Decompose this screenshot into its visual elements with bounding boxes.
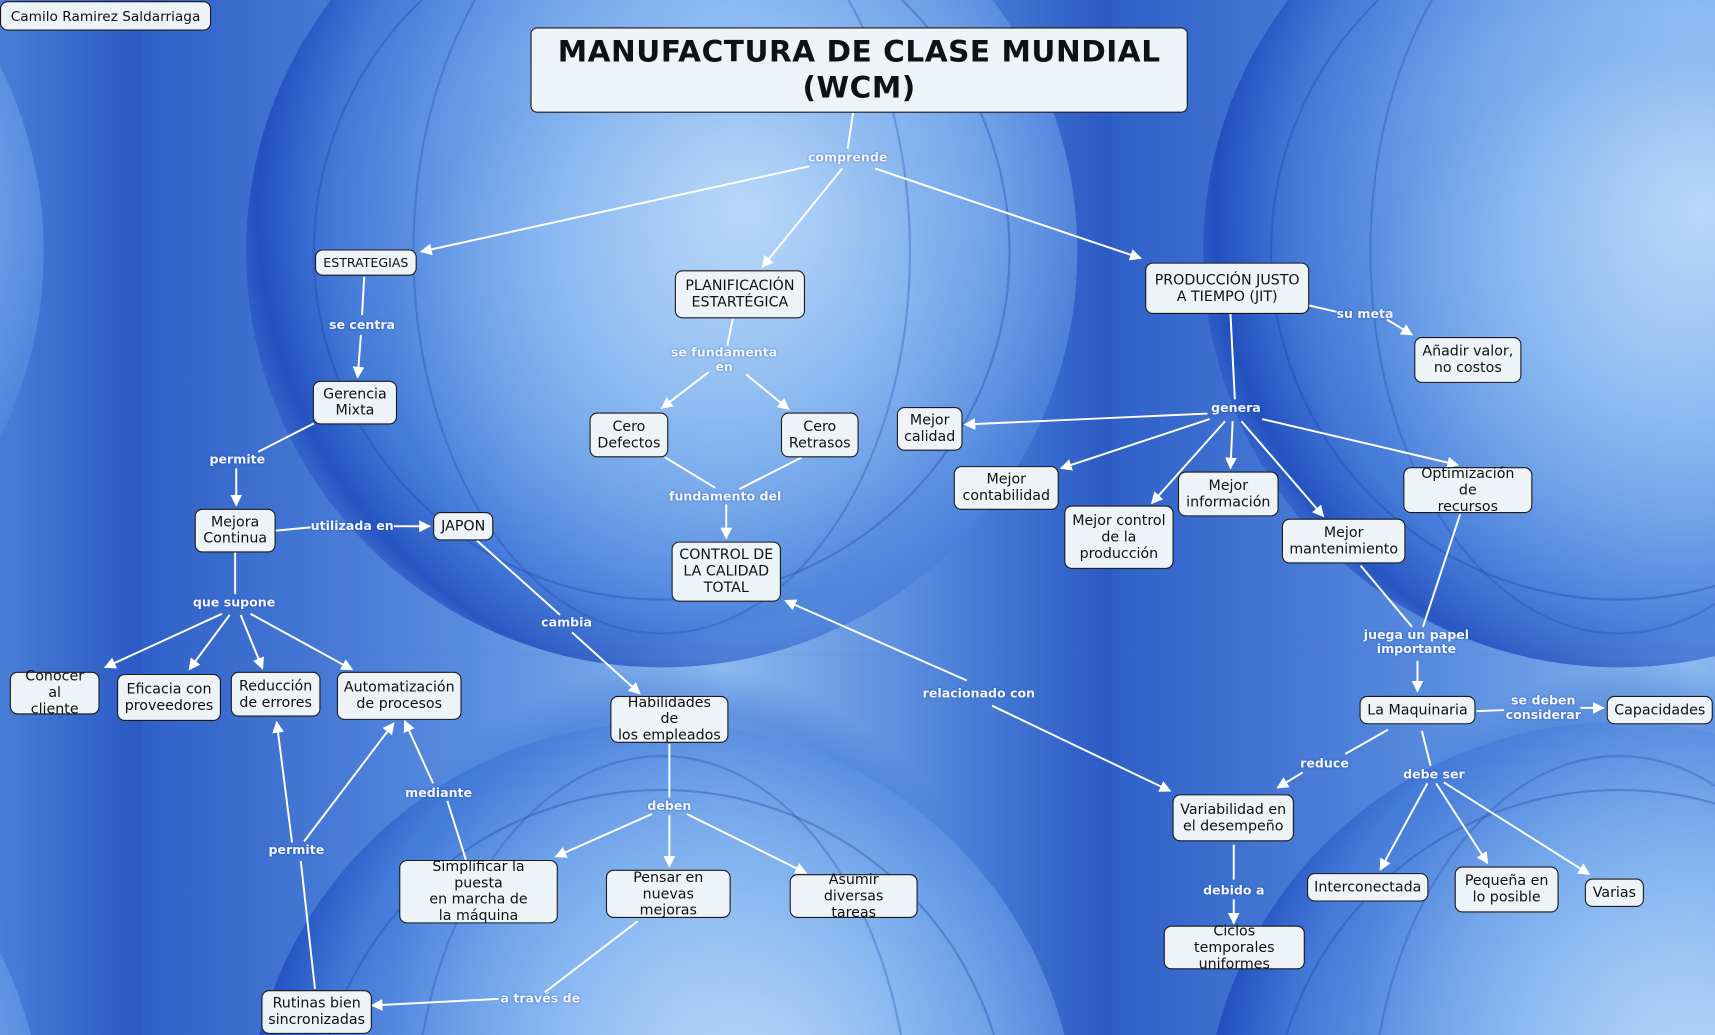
link-label-relacionado-con: relacionado con bbox=[922, 685, 1036, 701]
node-control-calidad-total[interactable]: CONTROL DE LA CALIDAD TOTAL bbox=[671, 541, 781, 602]
link-label-juega-un-papel: juega un papel importante bbox=[1363, 626, 1470, 657]
node-ciclos-temporales[interactable]: Ciclos temporales uniformes bbox=[1163, 923, 1305, 972]
node-mejor-informacion[interactable]: Mejor información bbox=[1177, 471, 1279, 517]
node-produccion-jit[interactable]: PRODUCCIÓN JUSTO A TIEMPO (JIT) bbox=[1145, 262, 1310, 315]
link-label-a-traves-de: a través de bbox=[500, 990, 581, 1007]
node-cero-retrasos[interactable]: Cero Retrasos bbox=[780, 412, 859, 458]
link-label-debe-ser: debe ser bbox=[1403, 766, 1465, 782]
node-mejora-continua[interactable]: Mejora Continua bbox=[194, 508, 276, 553]
author-label: Camilo Ramirez Saldarriaga bbox=[0, 1, 212, 31]
link-label-reduce: reduce bbox=[1300, 755, 1349, 771]
link-label-mediante: mediante bbox=[405, 785, 473, 801]
node-mejor-mantenimiento[interactable]: Mejor mantenimiento bbox=[1281, 518, 1406, 564]
node-optimizacion-recursos[interactable]: Optimización de recursos bbox=[1403, 466, 1533, 515]
node-automatizacion-procesos[interactable]: Automatización de procesos bbox=[336, 671, 462, 720]
node-gerencia-mixta[interactable]: Gerencia Mixta bbox=[312, 380, 398, 425]
link-label-permite: permite bbox=[209, 451, 266, 467]
node-japon[interactable]: JAPON bbox=[433, 512, 494, 541]
node-capacidades[interactable]: Capacidades bbox=[1606, 695, 1713, 725]
node-cero-defectos[interactable]: Cero Defectos bbox=[589, 412, 669, 458]
node-variabilidad-desempeno[interactable]: Variabilidad en el desempeño bbox=[1172, 794, 1294, 842]
link-label-fundamento-del: fundamento del bbox=[668, 488, 782, 504]
link-label-debido-a: debido a bbox=[1203, 882, 1265, 898]
link-label-su-meta: su meta bbox=[1336, 305, 1394, 322]
node-eficacia-proveedores[interactable]: Eficacia con proveedores bbox=[117, 673, 221, 722]
link-label-se-centra: se centra bbox=[329, 316, 396, 333]
node-pequena-posible[interactable]: Pequeña en lo posible bbox=[1454, 866, 1559, 913]
link-label-que-supone: que supone bbox=[192, 594, 276, 610]
link-label-permite-2: permite bbox=[268, 841, 325, 858]
node-reduccion-errores[interactable]: Reducción de errores bbox=[230, 671, 321, 717]
node-estrategias[interactable]: ESTRATEGIAS bbox=[315, 249, 417, 276]
node-conocer-cliente[interactable]: Conocer al cliente bbox=[9, 668, 100, 718]
link-label-utilizada-en: utilizada en bbox=[310, 518, 394, 534]
node-habilidades-empleados[interactable]: Habilidades de los empleados bbox=[610, 695, 729, 744]
page-title: MANUFACTURA DE CLASE MUNDIAL (WCM) bbox=[530, 27, 1188, 113]
link-label-comprende: comprende bbox=[807, 149, 888, 165]
link-label-genera: genera bbox=[1211, 399, 1261, 416]
node-interconectada[interactable]: Interconectada bbox=[1307, 873, 1429, 902]
node-la-maquinaria[interactable]: La Maquinaria bbox=[1359, 695, 1476, 725]
node-mejor-calidad[interactable]: Mejor calidad bbox=[896, 407, 963, 451]
link-label-se-fundamenta-en: se fundamenta en bbox=[670, 344, 778, 375]
node-simplificar-puesta-marcha[interactable]: Simplificar la puesta en marcha de la má… bbox=[399, 859, 558, 925]
node-mejor-contabilidad[interactable]: Mejor contabilidad bbox=[953, 466, 1059, 510]
node-asumir-diversas-tareas[interactable]: Asumir diversas tareas bbox=[789, 871, 918, 921]
link-label-se-deben-considerar: se deben considerar bbox=[1505, 692, 1581, 723]
node-pensar-nuevas-mejoras[interactable]: Pensar en nuevas mejoras bbox=[605, 869, 731, 918]
node-rutinas-sincronizadas[interactable]: Rutinas bien sincronizadas bbox=[261, 990, 372, 1034]
node-mejor-control-produccion[interactable]: Mejor control de la producción bbox=[1064, 505, 1174, 569]
node-varias[interactable]: Varias bbox=[1584, 878, 1644, 908]
node-anadir-valor[interactable]: Añadir valor, no costos bbox=[1414, 336, 1522, 383]
link-label-deben: deben bbox=[647, 798, 692, 814]
link-label-cambia: cambia bbox=[541, 614, 592, 630]
node-planificacion-estrategica[interactable]: PLANIFICACIÓN ESTARTÉGICA bbox=[674, 270, 805, 319]
